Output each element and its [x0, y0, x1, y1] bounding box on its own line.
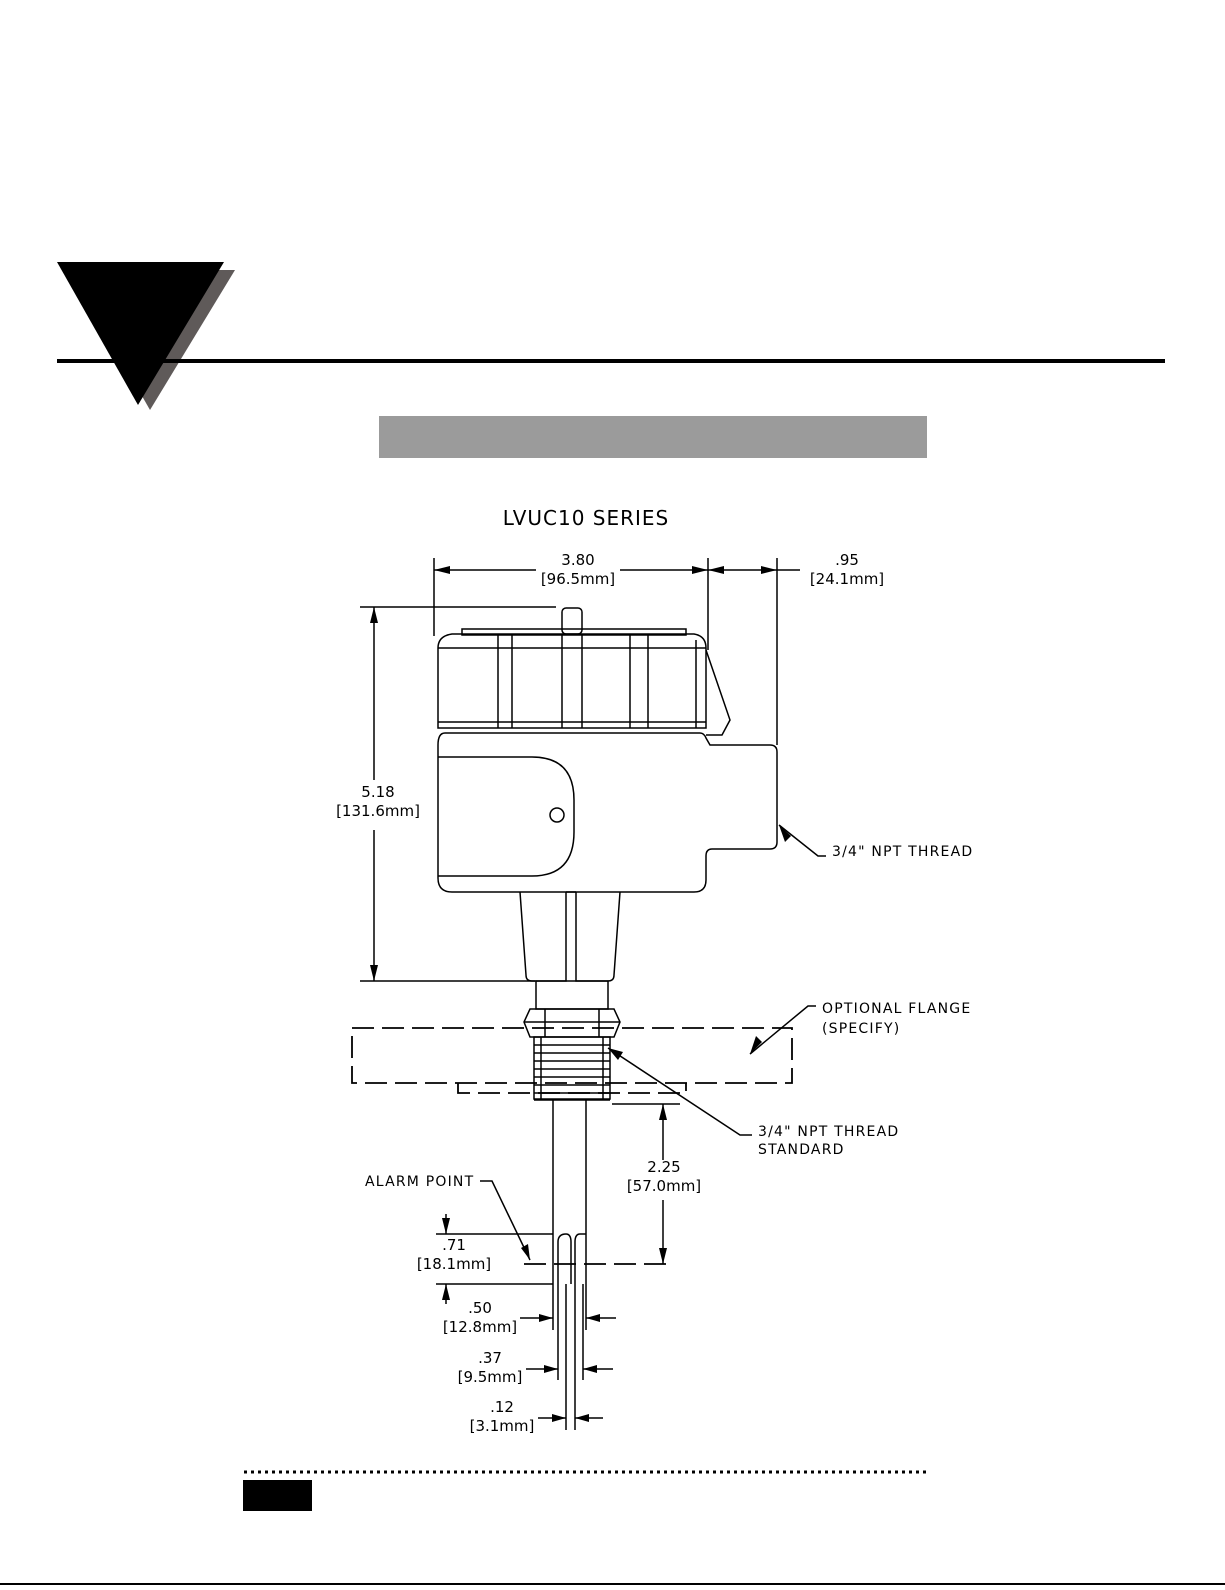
dim-012-mm: [3.1mm] [470, 1417, 535, 1435]
page-number-tab [243, 1480, 312, 1511]
dim-probe-in: 2.25 [647, 1158, 680, 1176]
dim-037-in: .37 [478, 1349, 502, 1367]
dim-offset-in: .95 [835, 551, 859, 569]
header-rule [57, 359, 1165, 363]
callout-npt-side: 3/4" NPT THREAD [832, 844, 973, 860]
dim-width-in: 3.80 [561, 551, 594, 569]
drawing-title: LVUC10 SERIES [503, 506, 670, 530]
dim-alarm-mm: [18.1mm] [417, 1255, 491, 1273]
dim-offset-mm: [24.1mm] [810, 570, 884, 588]
callout-labels: 3/4" NPT THREAD OPTIONAL FLANGE (SPECIFY… [365, 844, 973, 1190]
line-work [360, 558, 826, 1430]
inverted-triangle-logo-icon [57, 262, 235, 410]
dim-050-mm: [12.8mm] [443, 1318, 517, 1336]
callout-alarm-point: ALARM POINT [365, 1174, 474, 1190]
arrowheads [370, 566, 791, 1422]
dim-037-mm: [9.5mm] [458, 1368, 523, 1386]
dim-alarm-in: .71 [442, 1236, 466, 1254]
dim-height-in: 5.18 [361, 783, 394, 801]
dim-height-mm: [131.6mm] [336, 802, 420, 820]
callout-flange-line1: OPTIONAL FLANGE [822, 1001, 971, 1017]
callout-npt-std-line2: STANDARD [758, 1142, 845, 1158]
dim-width-mm: [96.5mm] [541, 570, 615, 588]
dimension-labels: 3.80 [96.5mm] .95 [24.1mm] 5.18 [131.6mm… [336, 551, 884, 1435]
section-title-bar [379, 416, 927, 458]
callout-flange-line2: (SPECIFY) [822, 1021, 900, 1037]
dim-050-in: .50 [468, 1299, 492, 1317]
dashed-lines [352, 1028, 792, 1264]
dim-probe-mm: [57.0mm] [627, 1177, 701, 1195]
callout-npt-std-line1: 3/4" NPT THREAD [758, 1124, 899, 1140]
dim-012-in: .12 [490, 1398, 514, 1416]
